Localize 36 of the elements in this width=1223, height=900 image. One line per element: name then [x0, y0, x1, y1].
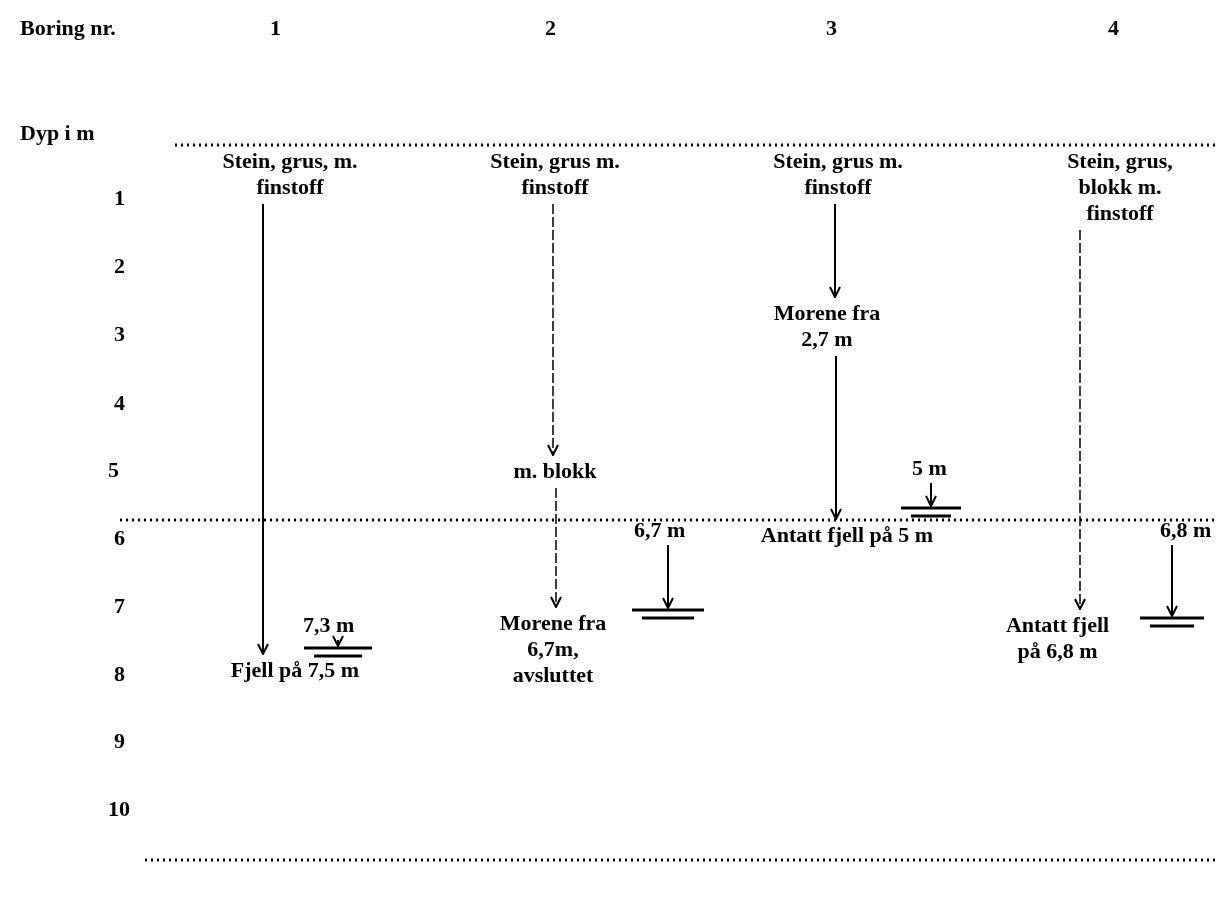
depth-number: 8	[114, 661, 125, 687]
heading: Boring nr.	[20, 15, 116, 41]
depth-number: 3	[114, 321, 125, 347]
arrow	[257, 203, 269, 655]
arrow	[829, 203, 841, 298]
arrow	[547, 203, 559, 456]
soil-description: Stein, grus m. finstoff	[768, 148, 908, 200]
soil-description: Stein, grus m. finstoff	[485, 148, 625, 200]
depth-number: 2	[114, 253, 125, 279]
column-number: 2	[545, 15, 556, 41]
depth-number: 10	[108, 796, 130, 822]
axis-title: Dyp i m	[20, 120, 95, 146]
arrow	[830, 355, 842, 520]
arrow	[1074, 229, 1086, 610]
soil-description: Antatt fjell på 5 m	[752, 522, 942, 548]
soil-description: Fjell på 7,5 m	[195, 657, 395, 683]
water-level-depth: 5 m	[912, 455, 947, 481]
depth-number: 1	[114, 185, 125, 211]
soil-description: Antatt fjell på 6,8 m	[1000, 612, 1115, 664]
arrow	[550, 487, 562, 608]
soil-description: Stein, grus, m. finstoff	[205, 148, 375, 200]
soil-description: m. blokk	[495, 458, 615, 484]
depth-number: 4	[114, 390, 125, 416]
water-level-depth: 6,8 m	[1160, 517, 1212, 543]
soil-description: Stein, grus, blokk m. finstoff	[1045, 148, 1195, 226]
water-level-depth: 6,7 m	[634, 517, 686, 543]
depth-number: 9	[114, 728, 125, 754]
soil-description: Morene fra 2,7 m	[762, 300, 892, 352]
column-number: 1	[270, 15, 281, 41]
water-level-depth: 7,3 m	[303, 612, 355, 638]
depth-number: 6	[114, 525, 125, 551]
column-number: 4	[1108, 15, 1119, 41]
depth-number: 5	[108, 457, 119, 483]
column-number: 3	[826, 15, 837, 41]
depth-number: 7	[114, 593, 125, 619]
soil-description: Morene fra 6,7m, avsluttet	[488, 610, 618, 688]
